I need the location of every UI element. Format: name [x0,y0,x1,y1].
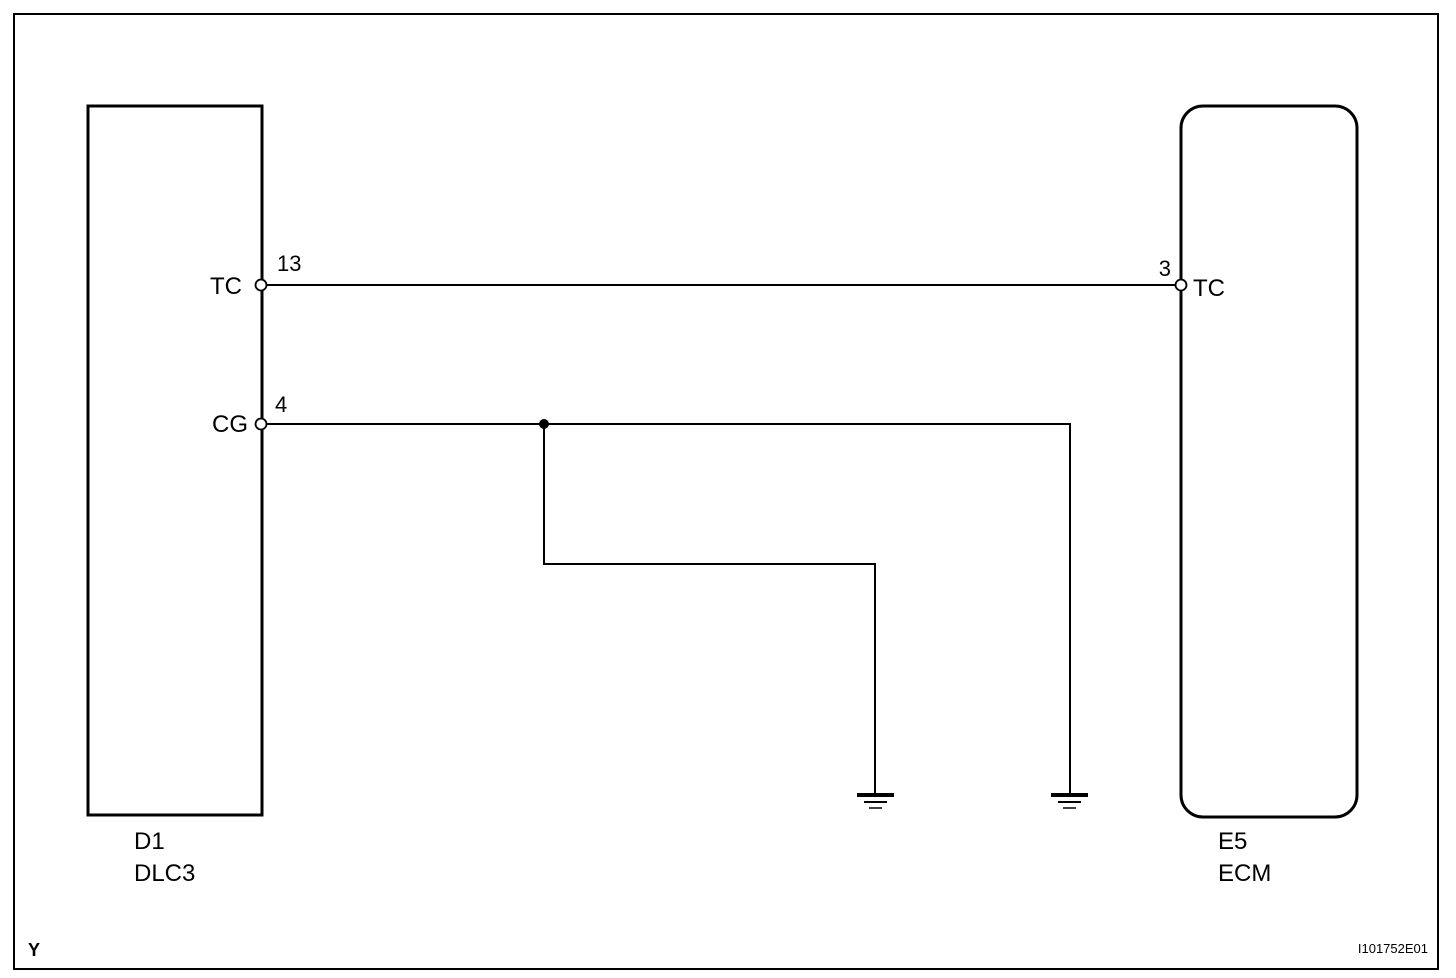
corner-mark: Y [28,940,40,960]
dlc3-tc-pin-label: TC [210,273,242,300]
ecm-tc-pin-number: 3 [1159,256,1171,281]
dlc3-connector-box [86,104,264,817]
dlc3-cg-terminal [254,417,268,431]
ecm-name-label: ECM [1218,860,1271,887]
diagram-frame [13,13,1439,970]
dlc3-tc-terminal [254,278,268,292]
ecm-tc-terminal [1174,278,1188,292]
dlc3-name-label: DLC3 [134,860,195,887]
dlc3-cg-pin-number: 4 [275,392,287,417]
ground-symbol-left [857,793,894,809]
ecm-tc-pin-label: TC [1193,275,1225,302]
dlc3-ref-label: D1 [134,828,165,855]
ground-symbol-right [1051,793,1088,809]
dlc3-tc-pin-number: 13 [277,251,301,276]
cg-wire [266,423,1071,794]
splice-point [539,419,549,429]
figure-code: I101752E01 [1358,941,1428,956]
ecm-ref-label: E5 [1218,828,1247,855]
ecm-box [1179,104,1359,819]
dlc3-cg-pin-label: CG [212,411,248,438]
cg-ground-branch-wire [543,424,876,794]
